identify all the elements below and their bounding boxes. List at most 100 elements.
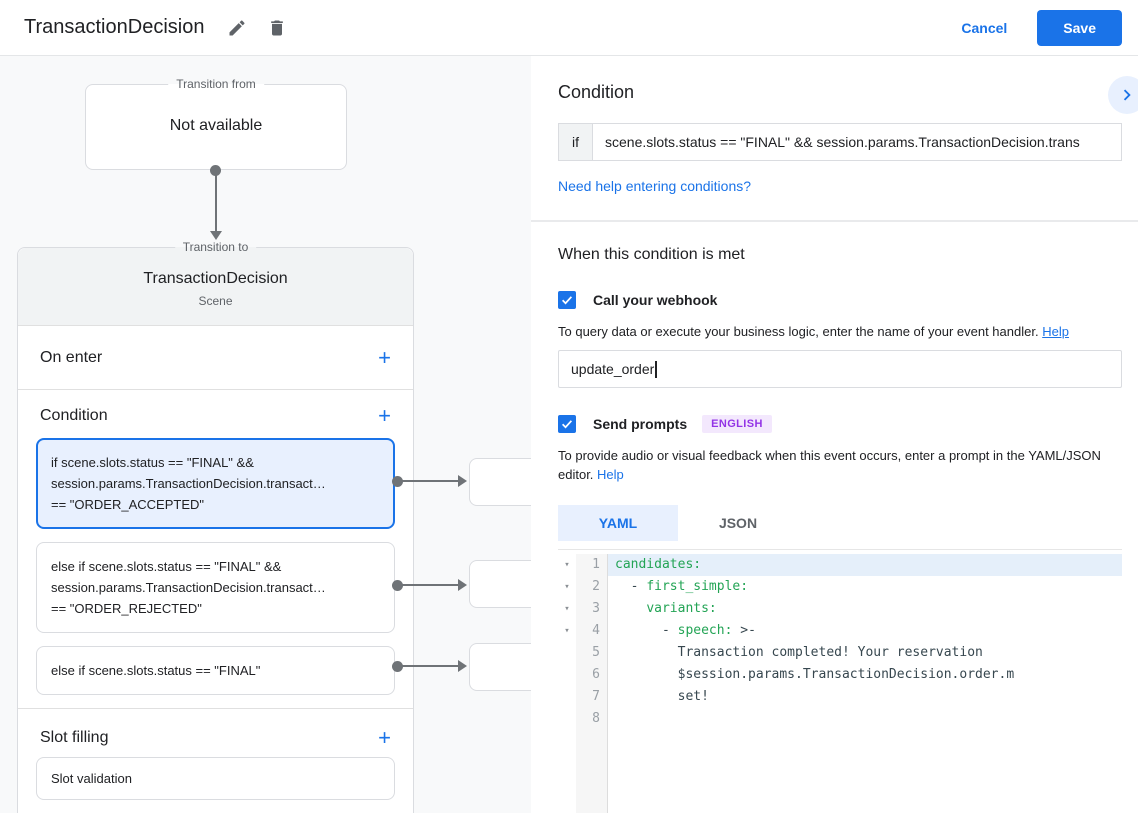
section-divider (18, 708, 413, 709)
code-line[interactable]: Transaction completed! Your reservation (615, 645, 983, 660)
fold-arrow-icon (558, 664, 576, 686)
when-met-heading: When this condition is met (558, 246, 745, 263)
fold-arrow-icon[interactable]: ▾ (558, 554, 576, 576)
save-button[interactable]: Save (1037, 9, 1122, 46)
check-icon (562, 420, 573, 429)
add-slot-button[interactable]: + (378, 725, 391, 750)
prompts-helper: To provide audio or visual feedback when… (558, 448, 1101, 482)
condition-detail-panel: Condition if scene.slots.status == "FINA… (531, 56, 1138, 813)
code-line[interactable] (608, 708, 1122, 730)
fold-arrow-icon[interactable]: ▾ (558, 576, 576, 598)
line-number: 6 (576, 664, 608, 686)
on-enter-section: On enter + (18, 326, 413, 390)
top-bar: TransactionDecision Cancel Save (0, 0, 1138, 56)
condition-expression-input[interactable]: scene.slots.status == "FINAL" && session… (605, 134, 1080, 150)
connector-dot (210, 165, 221, 176)
send-prompts-checkbox[interactable] (558, 415, 576, 433)
code-line[interactable]: candidates: (608, 554, 1122, 576)
line-number: 2 (576, 576, 608, 598)
condition-card-final[interactable]: else if scene.slots.status == "FINAL" (36, 646, 395, 695)
line-number: 1 (576, 554, 608, 576)
code-line[interactable]: variants: (646, 601, 717, 616)
arrow-right-icon (458, 475, 467, 487)
call-webhook-row: Call your webhook (558, 291, 1122, 309)
condition-line: session.params.TransactionDecision.trans… (51, 476, 326, 491)
line-number: 5 (576, 642, 608, 664)
connector-dot[interactable] (392, 580, 403, 591)
line-number: 7 (576, 686, 608, 708)
connector-dot[interactable] (392, 661, 403, 672)
webhook-helper: To query data or execute your business l… (558, 324, 1039, 339)
transition-to-label: Transition to (174, 240, 257, 254)
transition-from-box: Transition from Not available (85, 77, 347, 170)
scene-name: TransactionDecision (143, 270, 288, 287)
slot-filling-section-header: Slot filling + (18, 709, 413, 757)
editor-code[interactable]: candidates: - first_simple: variants: - … (608, 550, 1122, 813)
condition-help-link[interactable]: Need help entering conditions? (558, 178, 752, 194)
line-number: 8 (576, 708, 608, 730)
slot-validation-card[interactable]: Slot validation (36, 757, 395, 800)
fold-arrow-icon (558, 686, 576, 708)
prompts-help-link[interactable]: Help (597, 467, 624, 482)
condition-card-rejected[interactable]: else if scene.slots.status == "FINAL" &&… (36, 542, 395, 633)
condition-line: == "ORDER_REJECTED" (51, 601, 202, 616)
tab-json[interactable]: JSON (718, 515, 758, 531)
webhook-handler-input[interactable]: update_order (558, 350, 1122, 388)
cancel-button[interactable]: Cancel (961, 19, 1008, 36)
line-number: 4 (576, 620, 608, 642)
connector-line (214, 173, 217, 231)
connector-dot[interactable] (392, 476, 403, 487)
code-line[interactable]: - speech: >- (661, 623, 756, 638)
connector-line (402, 480, 458, 482)
add-condition-button[interactable]: + (378, 403, 391, 428)
transition-from-label: Transition from (168, 77, 264, 91)
condition-line: else if scene.slots.status == "FINAL" && (51, 559, 282, 574)
webhook-helper-text: To query data or execute your business l… (558, 322, 1122, 341)
webhook-help-link[interactable]: Help (1042, 324, 1069, 339)
delete-icon[interactable] (266, 17, 288, 39)
add-on-enter-button[interactable]: + (378, 344, 391, 370)
condition-expression-row: if scene.slots.status == "FINAL" && sess… (558, 123, 1122, 161)
if-label: if (559, 124, 593, 160)
page-title: TransactionDecision (24, 16, 205, 38)
collapse-panel-button[interactable] (1108, 76, 1138, 114)
on-enter-label: On enter (40, 348, 103, 366)
condition-line: if scene.slots.status == "FINAL" && (51, 455, 254, 470)
tab-yaml[interactable]: YAML (558, 505, 678, 541)
call-webhook-label: Call your webhook (593, 292, 718, 308)
fold-arrow-icon (558, 708, 576, 730)
send-prompts-label: Send prompts (593, 416, 688, 432)
condition-line: == "ORDER_ACCEPTED" (51, 497, 204, 512)
transition-target-box[interactable] (469, 643, 531, 691)
text-caret (655, 360, 657, 378)
connector-line (402, 584, 458, 586)
language-badge: ENGLISH (702, 415, 772, 433)
code-line[interactable]: $session.params.TransactionDecision.orde… (615, 667, 1015, 682)
edit-icon[interactable] (226, 17, 248, 39)
arrow-right-icon (458, 579, 467, 591)
scene-card-header[interactable]: TransactionDecision Scene (18, 248, 413, 326)
fold-arrow-icon (558, 642, 576, 664)
scene-type: Scene (198, 294, 233, 308)
panel-heading: Condition (558, 82, 635, 102)
fold-arrow-icon[interactable]: ▾ (558, 598, 576, 620)
transition-target-box[interactable] (469, 458, 531, 506)
transition-target-box[interactable] (469, 560, 531, 608)
gutter-filler (558, 730, 608, 813)
panel-divider (531, 220, 1138, 222)
webhook-handler-value: update_order (571, 361, 655, 377)
fold-arrow-icon[interactable]: ▾ (558, 620, 576, 642)
condition-card-accepted[interactable]: if scene.slots.status == "FINAL" && sess… (36, 438, 395, 529)
condition-section-header: Condition + (18, 390, 413, 436)
connector-line (402, 665, 458, 667)
arrow-down-icon (209, 231, 222, 240)
code-line[interactable]: set! (615, 689, 709, 704)
check-icon (562, 296, 573, 305)
condition-line: else if scene.slots.status == "FINAL" (51, 663, 261, 678)
scene-diagram: Transition from Not available Transition… (0, 56, 531, 813)
code-line[interactable]: - first_simple: (630, 579, 749, 594)
call-webhook-checkbox[interactable] (558, 291, 576, 309)
